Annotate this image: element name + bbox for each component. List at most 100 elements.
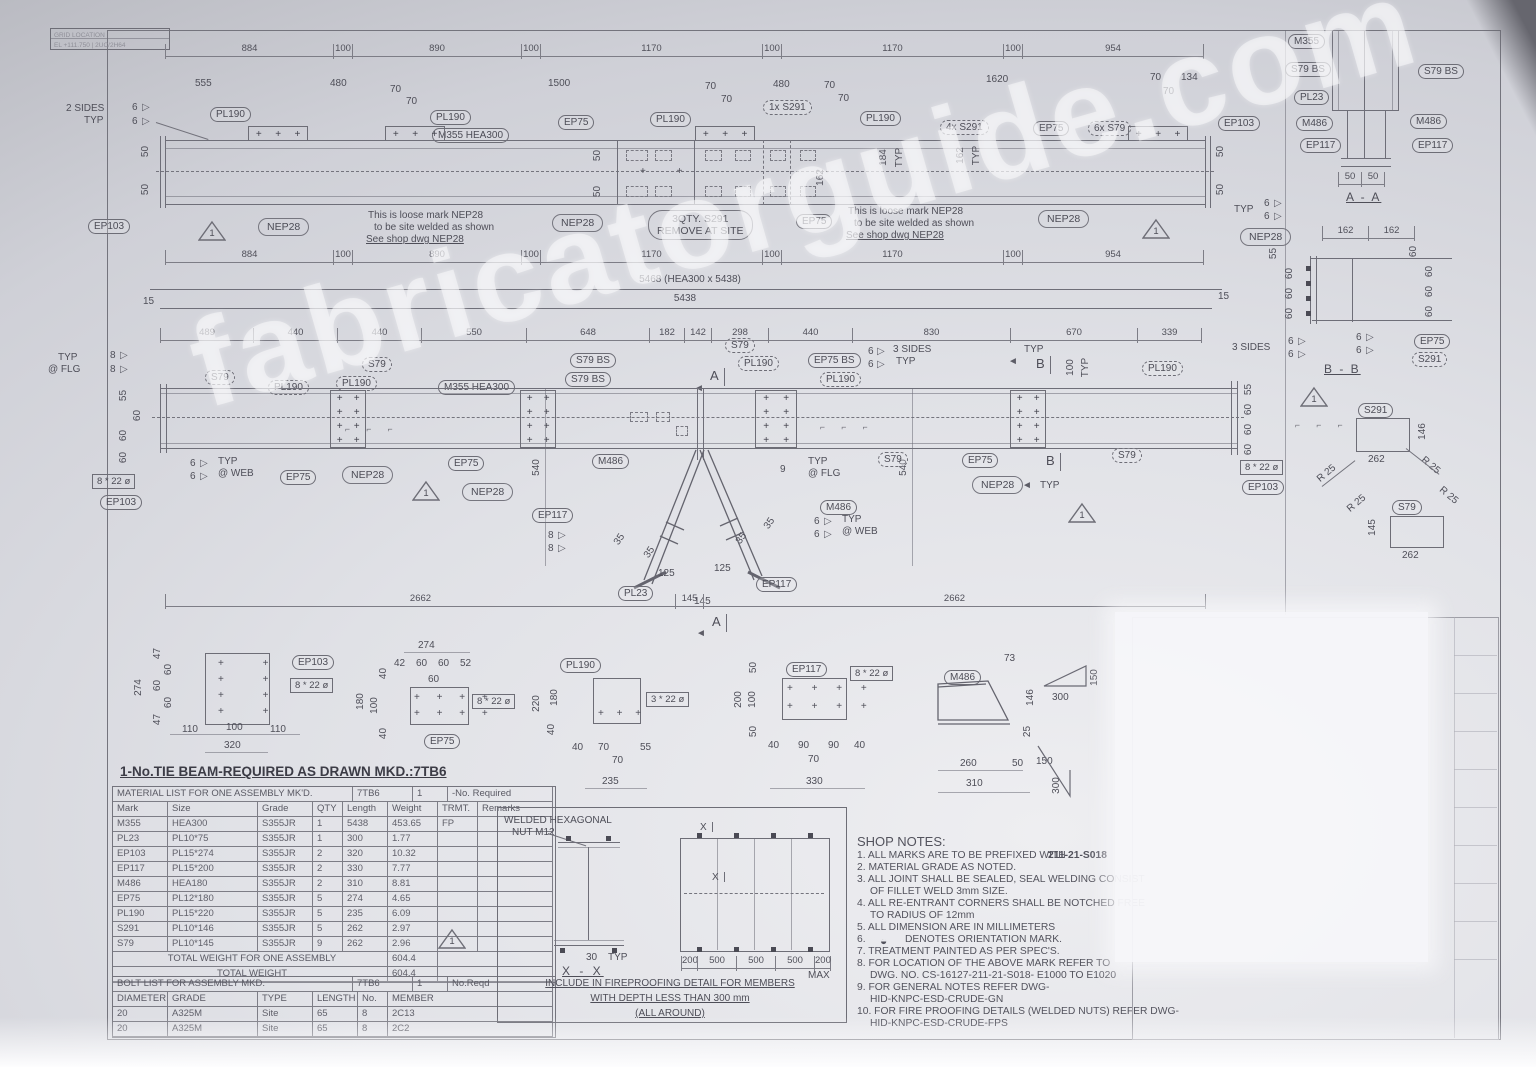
shop-note: 6. [857,934,866,945]
dim: 50 [1012,758,1024,769]
dim: 42 [394,658,406,669]
callout-s79: S79 [362,357,392,372]
weld-size: 6 [814,516,820,527]
callout-m486: M486 [944,670,982,685]
material-list-table: MATERIAL LIST FOR ONE ASSEMBLY MK'D. 7TB… [112,786,556,983]
splice-plate: ++++++++ [520,390,556,448]
dim: 60 [118,429,130,442]
dim: 70 [721,94,733,105]
hole-callout: 8 * 22 ø [1240,460,1284,475]
weld-symbol-icon: ▷ [558,543,566,554]
callout-s79: S79 [1392,500,1422,515]
dim: 100 [368,697,380,714]
assembly-qty: 1 [413,977,448,992]
callout-ep75: EP75 [962,453,999,468]
callout-s79: S79 [725,338,755,353]
dim: 480 [773,79,790,90]
dim: 60 [118,451,130,464]
section-caption: B - B [1324,362,1361,376]
dim: 40 [378,727,390,740]
dim: 60 [1408,245,1420,258]
dim: 60 [1284,287,1296,300]
weld-symbol-icon: ▷ [1366,345,1374,356]
grid-location-value: EL +111.750 | 2UC/2H64 [54,42,126,49]
callout-ep75: EP75 [1033,121,1070,136]
dim: 260 [960,758,977,769]
callout-ep75: EP75 [280,470,317,485]
dim: 146 [1416,423,1428,440]
callout-m486: M486 [592,454,630,469]
weld-note: @ FLG [808,468,841,479]
dim: 100 [1064,359,1076,376]
weld-symbol-icon: ▷ [1274,198,1282,209]
dim: 30 [586,952,598,963]
section-letter: A [710,368,719,383]
callout-1x-s291: 1x S291 [763,100,812,115]
weld-symbol-icon: ▷ [824,516,832,527]
stitch-weld-marks: ⌐ ⌐ ⌐ [1295,420,1350,430]
kicker-braces [633,449,781,590]
dim: 60 [438,658,450,669]
weld-size: 6 [868,359,874,370]
dim: 184 [877,149,889,166]
shop-note: HID-KNPC-ESD-CRUDE-GN [870,994,1004,1005]
dim: 125 [714,563,731,574]
callout-ep75: EP75 [448,456,485,471]
dim: 150 [1036,756,1053,767]
weld-note: TYP [842,514,862,525]
weld-symbol-icon: ▷ [877,359,885,370]
bolt-list-caption-row: BOLT LIST FOR ASSEMBLY MKD. 7TB6 1 No.Re… [113,977,555,992]
callout-6x-s79: 6x S79 [1088,121,1132,136]
dim: 220 [530,695,542,712]
dim: 162 [814,169,826,186]
callout-s79bs: S79 BS [570,353,616,368]
callout-s291: S291 [1412,352,1448,367]
callout-ep75: EP75 [424,734,461,749]
dim: 55 [1243,383,1255,396]
dim: 180 [354,693,366,710]
dim: 70 [612,755,624,766]
dim: 15 [1218,291,1230,302]
s291-plate [1356,418,1410,452]
callout-pl190: PL190 [860,111,901,126]
slope-triangle [1043,665,1087,687]
hole-callout: 3 * 22 ø [646,692,690,707]
splice-plate: ++++++++ [755,390,797,448]
dim: 134 [1181,72,1198,83]
callout-nep28: NEP28 [972,476,1024,494]
splice-plate: ++++++++ [1010,390,1046,448]
section-marker: TYP [1040,480,1060,491]
dim: 70 [390,84,402,95]
ep75-plate [410,687,469,725]
dim: 310 [966,778,983,789]
fireproof-panel [680,838,830,952]
dim: 73 [1004,653,1016,664]
dim: 320 [224,740,241,751]
dim: 540 [530,459,542,476]
dim: 1500 [548,78,571,89]
dim: 555 [195,78,212,89]
shop-note: 8. FOR LOCATION OF THE ABOVE MARK REFER … [857,958,1111,969]
callout-s79bs: S79 BS [1285,62,1331,77]
assembly-mark: 7TB6 [353,787,413,802]
callout-ep103: EP103 [100,495,143,510]
weld-symbol-icon: ▷ [1298,336,1306,347]
dim: 110 [270,724,286,735]
bolt-marks: + + [640,166,697,177]
fireproof-note: WITH DEPTH LESS THAN 300 mm [590,993,750,1004]
revision-triangle: 1 [438,928,466,950]
weld-note: 3 SIDES [1232,342,1271,353]
callout-ep103: EP103 [1218,116,1261,131]
mark-prefix: 211-21-S018 [1048,850,1107,861]
section-caption: A - A [1346,190,1382,204]
weld-size: 6 [1356,345,1362,356]
dim: 50 [592,149,604,162]
